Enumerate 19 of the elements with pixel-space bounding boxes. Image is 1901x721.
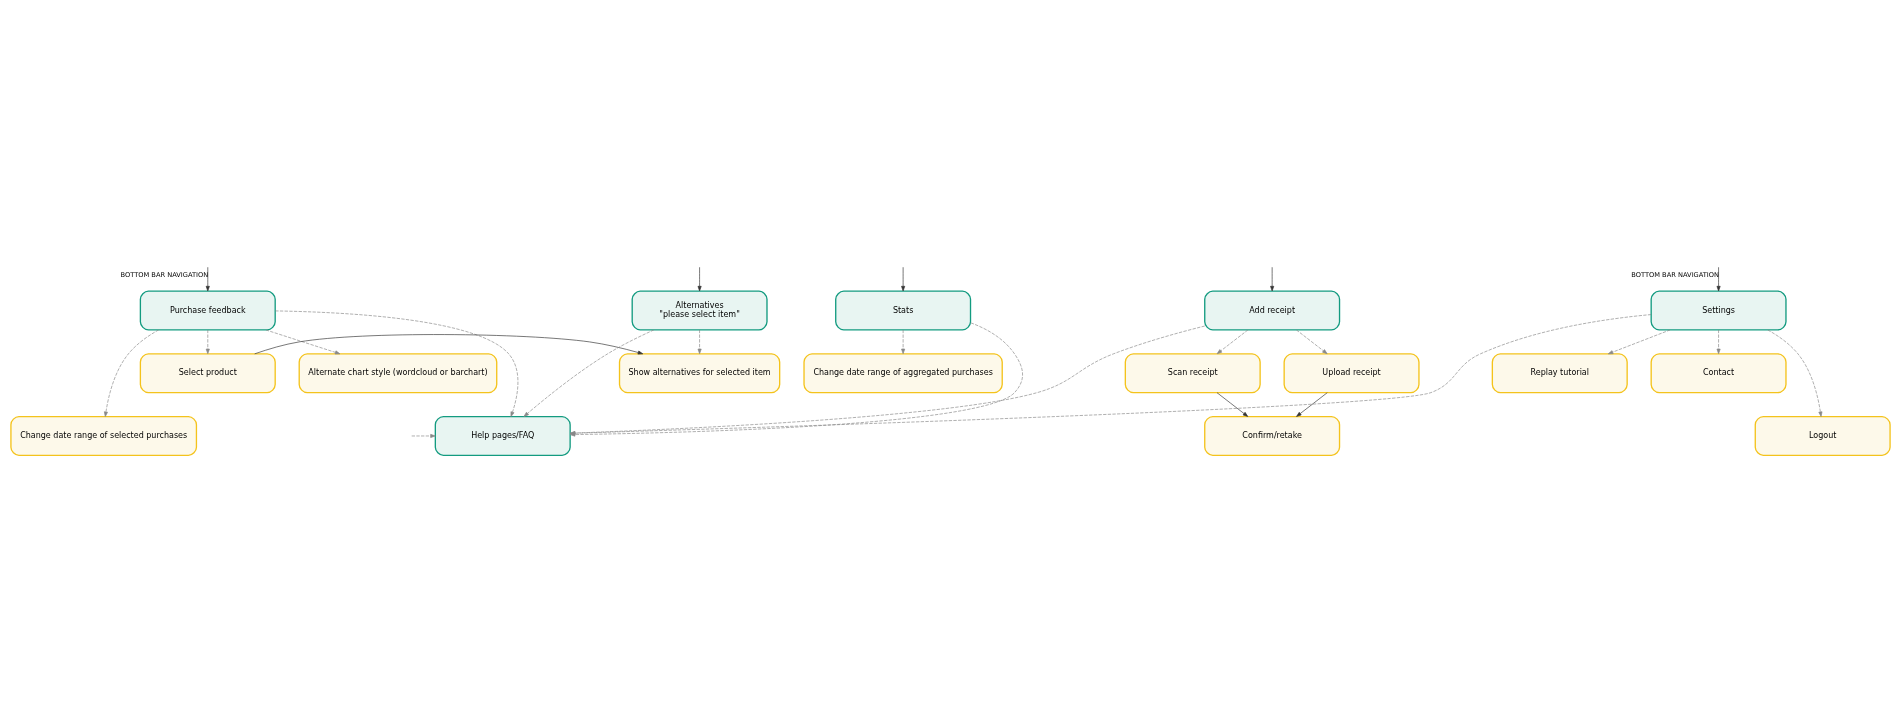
arrow	[265, 329, 341, 354]
arrow	[1216, 391, 1249, 417]
arrow	[1216, 329, 1249, 354]
arrow	[104, 329, 159, 417]
arrow	[1716, 329, 1721, 354]
arrow	[697, 266, 702, 291]
arrow	[254, 333, 644, 354]
arrow	[901, 266, 906, 291]
arrow	[275, 310, 519, 417]
arrow	[697, 329, 702, 354]
arrow	[523, 329, 655, 417]
arrow	[205, 329, 210, 354]
arrow	[1270, 266, 1275, 291]
arrow	[1296, 391, 1328, 417]
arrow	[1296, 329, 1328, 354]
arrow	[1607, 329, 1671, 354]
arrow	[1767, 329, 1823, 417]
arrow	[901, 329, 906, 354]
arrow	[411, 433, 436, 438]
